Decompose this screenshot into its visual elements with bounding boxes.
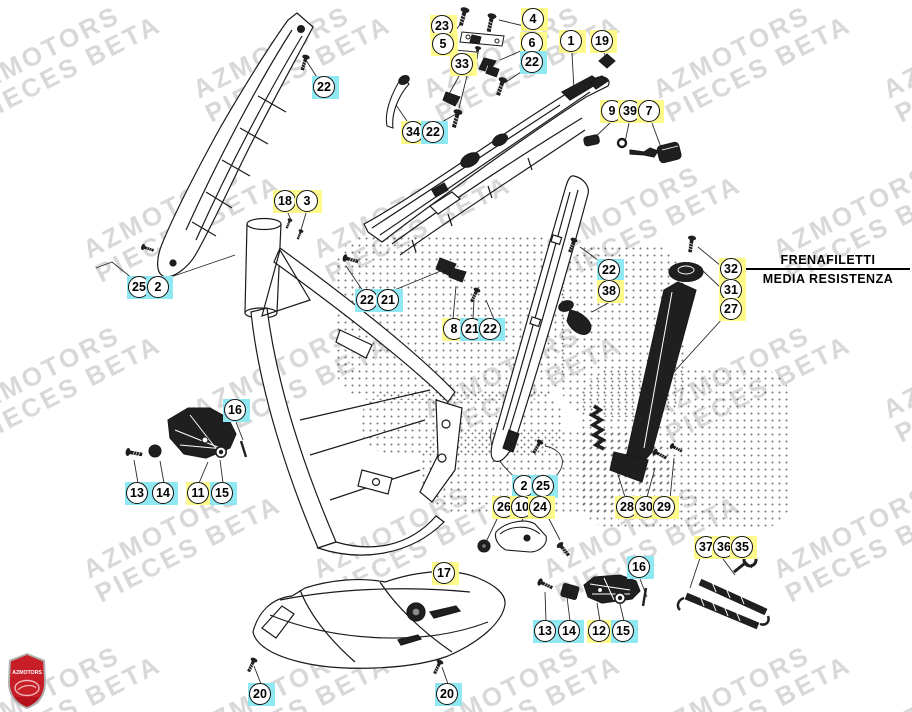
callout-number: 13 <box>126 482 148 504</box>
callout-number: 15 <box>211 482 233 504</box>
callout-number: 20 <box>436 683 458 705</box>
callout-12: 12 <box>587 620 614 643</box>
callout-15: 15 <box>611 620 638 643</box>
callout-number: 27 <box>720 298 742 320</box>
callout-number: 15 <box>612 620 634 642</box>
callout-number: 25 <box>532 475 554 497</box>
rear-fender-part <box>363 75 610 256</box>
callout-number: 22 <box>313 76 335 98</box>
callout-number: 38 <box>598 280 620 302</box>
callout-16: 16 <box>627 556 654 579</box>
callout-35: 35 <box>730 536 757 559</box>
callout-number: 17 <box>433 562 455 584</box>
callout-17: 17 <box>432 562 459 585</box>
callout-number: 33 <box>451 53 473 75</box>
brand-logo-shield: AZMOTORS <box>8 653 46 709</box>
callout-1: 1 <box>559 30 586 53</box>
callout-number: 22 <box>422 121 444 143</box>
callout-3: 3 <box>295 190 322 213</box>
callout-4: 4 <box>521 8 548 31</box>
callout-22: 22 <box>478 318 505 341</box>
callout-20: 20 <box>248 683 275 706</box>
right-footpeg-parts <box>560 574 648 607</box>
callout-number: 12 <box>588 620 610 642</box>
left-shroud-part <box>157 12 314 278</box>
callout-number: 13 <box>534 620 556 642</box>
callout-11: 11 <box>186 482 213 505</box>
callout-22: 22 <box>421 121 448 144</box>
callout-number: 32 <box>720 258 742 280</box>
callout-number: 14 <box>152 482 174 504</box>
callout-19: 19 <box>590 30 617 53</box>
callout-number: 3 <box>296 190 318 212</box>
callout-5: 5 <box>431 33 458 56</box>
logo-text: AZMOTORS <box>12 670 42 676</box>
callout-6: 6 <box>520 32 547 55</box>
callout-22: 22 <box>597 259 624 282</box>
callout-number: 23 <box>431 15 453 37</box>
callout-13: 13 <box>125 482 152 505</box>
threadlocker-note: FRENAFILETTI MEDIA RESISTENZA <box>746 253 910 286</box>
callout-13: 13 <box>533 620 560 643</box>
callout-number: 37 <box>695 536 717 558</box>
callout-23: 23 <box>430 15 457 38</box>
callout-18: 18 <box>273 190 300 213</box>
callout-number: 14 <box>558 620 580 642</box>
callout-number: 22 <box>479 318 501 340</box>
callout-number: 22 <box>356 289 378 311</box>
callout-number: 16 <box>628 556 650 578</box>
callout-33: 33 <box>450 53 477 76</box>
callout-22: 22 <box>312 76 339 99</box>
callout-25: 25 <box>531 475 558 498</box>
callout-2: 2 <box>146 276 173 299</box>
callout-number: 4 <box>522 8 544 30</box>
callout-16: 16 <box>223 399 250 422</box>
callout-14: 14 <box>557 620 584 643</box>
left-footpeg-parts <box>148 407 248 459</box>
callout-21: 21 <box>376 289 403 312</box>
callout-number: 16 <box>224 399 246 421</box>
callout-29: 29 <box>652 496 679 519</box>
arm-part <box>385 75 410 129</box>
callout-number: 7 <box>638 100 660 122</box>
callout-7: 7 <box>637 100 664 123</box>
callout-number: 31 <box>720 279 742 301</box>
callout-31: 31 <box>719 279 746 302</box>
callout-24: 24 <box>528 496 555 519</box>
callout-number: 34 <box>402 121 424 143</box>
nut-part <box>598 53 616 69</box>
skid-plate-part <box>252 571 506 669</box>
callout-38: 38 <box>597 280 624 303</box>
callout-number: 21 <box>377 289 399 311</box>
callout-number: 2 <box>147 276 169 298</box>
callout-14: 14 <box>151 482 178 505</box>
callout-number: 11 <box>187 482 209 504</box>
callout-27: 27 <box>719 298 746 321</box>
callout-20: 20 <box>435 683 462 706</box>
callout-15: 15 <box>210 482 237 505</box>
top-hardware-parts <box>442 31 505 107</box>
callout-number: 22 <box>598 259 620 281</box>
callout-number: 35 <box>731 536 753 558</box>
callout-number: 29 <box>653 496 675 518</box>
seat-lock-parts <box>583 134 682 164</box>
callout-number: 18 <box>274 190 296 212</box>
note-line2: MEDIA RESISTENZA <box>762 272 894 286</box>
callout-32: 32 <box>719 258 746 281</box>
callout-number: 24 <box>529 496 551 518</box>
callout-number: 25 <box>128 276 150 298</box>
callout-number: 19 <box>591 30 613 52</box>
callout-number: 20 <box>249 683 271 705</box>
callout-number: 5 <box>432 33 454 55</box>
note-line1: FRENAFILETTI <box>746 253 910 270</box>
callout-number: 6 <box>521 32 543 54</box>
callout-number: 22 <box>521 51 543 73</box>
callout-number: 1 <box>560 30 582 52</box>
bracket-parts <box>477 520 547 553</box>
stand-spring-kit <box>676 552 770 630</box>
callout-22: 22 <box>520 51 547 74</box>
